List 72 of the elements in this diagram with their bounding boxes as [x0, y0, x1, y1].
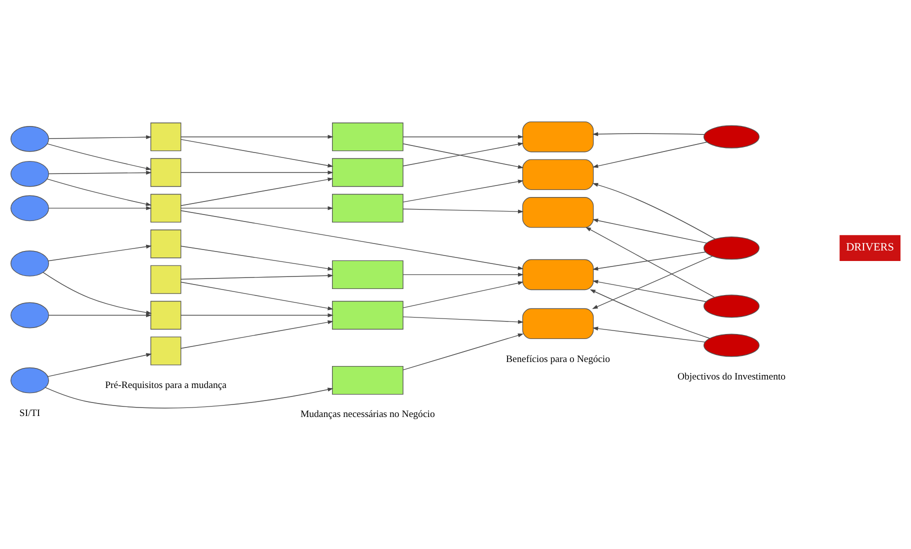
arrow: [45, 387, 334, 408]
arrow: [48, 170, 152, 175]
arrow: [592, 256, 713, 309]
label: Benefícios para o Negócio: [506, 354, 610, 365]
node-box: [150, 158, 182, 187]
label: Pré-Requisitos para a mudança: [105, 380, 227, 391]
node-box: [332, 194, 404, 223]
arrow: [402, 281, 524, 308]
arrow: [592, 252, 706, 271]
arrow: [590, 289, 710, 339]
label: Objectivos do Investimento: [677, 371, 786, 382]
node-box: [150, 300, 182, 330]
node-box: [150, 194, 182, 223]
node-box: [522, 308, 594, 340]
arrow: [592, 326, 706, 342]
node-box: [332, 122, 404, 152]
arrow: [592, 142, 708, 168]
node-box: [522, 197, 594, 228]
node-box: DRIVERS: [840, 235, 900, 262]
arrow: [180, 320, 334, 349]
arrow: [592, 218, 707, 244]
arrow: [402, 208, 524, 214]
arrow: [48, 135, 152, 140]
arrow: [48, 313, 152, 318]
arrow: [47, 353, 152, 377]
arrow: [180, 134, 334, 139]
node-box: [150, 122, 182, 152]
node-box: [332, 300, 404, 330]
node-box: [522, 259, 594, 290]
node-ellipse: [10, 367, 49, 394]
node-ellipse: [704, 236, 760, 260]
arrow: [48, 244, 152, 262]
node-ellipse: [704, 294, 760, 318]
arrow: [48, 206, 152, 210]
node-box: [332, 158, 404, 187]
arrow: [180, 246, 334, 271]
arrow: [592, 132, 705, 136]
arrow: [180, 170, 334, 174]
node-ellipse: [10, 160, 49, 187]
arrow: [180, 139, 334, 168]
node-box: [150, 265, 182, 294]
node-ellipse: [10, 195, 49, 222]
arrow: [592, 280, 706, 302]
node-box: [332, 260, 404, 290]
arrow: [46, 178, 152, 206]
arrow: [42, 272, 152, 314]
node-ellipse: [10, 250, 49, 276]
arrow: [180, 206, 334, 210]
arrow: [402, 316, 524, 324]
arrow: [402, 272, 524, 277]
arrow: [402, 134, 524, 139]
arrow: [180, 313, 334, 318]
arrow: [592, 182, 716, 240]
node-ellipse: [704, 334, 760, 357]
node-box: [150, 336, 182, 366]
node-ellipse: [10, 126, 49, 152]
arrow: [180, 282, 334, 310]
node-ellipse: [704, 125, 760, 148]
node-box: [332, 366, 404, 395]
arrow: [180, 178, 334, 206]
arrow: [180, 210, 524, 270]
arrow: [47, 143, 152, 170]
arrow: [180, 274, 334, 280]
node-box: [522, 159, 594, 190]
node-box: [150, 230, 182, 258]
node-box: [522, 121, 594, 152]
arrow: [585, 226, 715, 298]
label: Mudanças necessárias no Negócio: [300, 409, 435, 420]
arrow: [402, 334, 524, 370]
arrow: [402, 180, 524, 202]
node-ellipse: [10, 302, 49, 328]
label: SI/TI: [19, 408, 40, 419]
